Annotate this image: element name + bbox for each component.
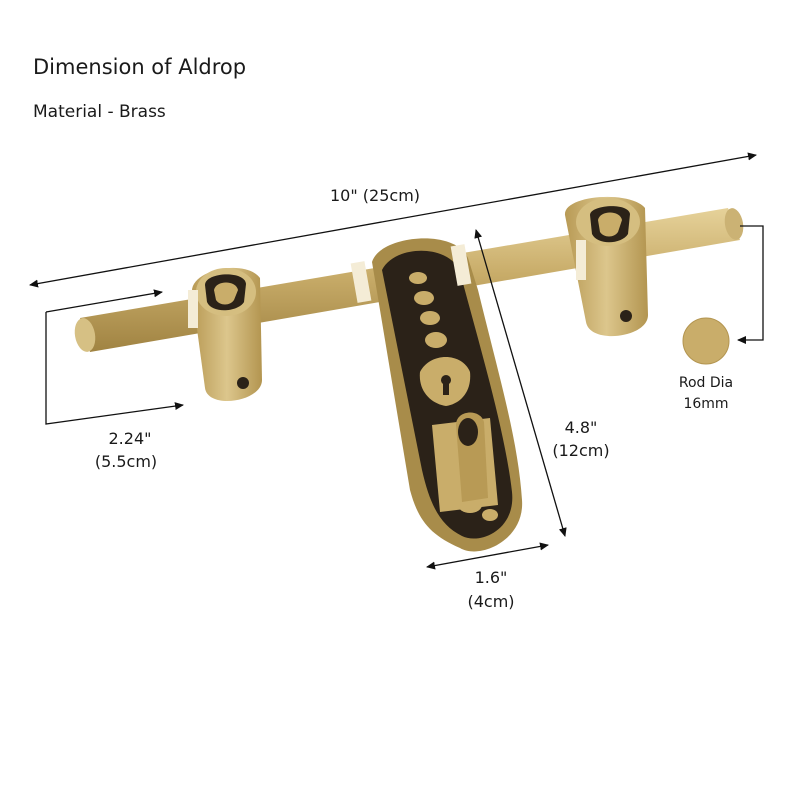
latch-width-cm-label: (4cm) [467,592,515,611]
overall-length-line [29,152,757,288]
rod-dia-label: Rod Dia [678,375,734,391]
bracket-depth-line [45,312,184,425]
page-title: Dimension of Aldrop [33,55,247,79]
latch-height-cm-label: (12cm) [552,441,610,460]
rod-dia-leader [737,225,764,344]
bracket-cm-label: (5.5cm) [94,452,158,471]
rod-dia-value: 16mm [683,396,729,412]
latch-handle [350,238,523,552]
material-subtitle: Material - Brass [33,102,166,122]
right-bracket [564,196,648,337]
latch-height-line [474,229,567,537]
latch-width-line [426,542,549,570]
latch-width-inch-label: 1.6" [474,568,508,587]
left-bracket [188,267,262,402]
dimension-lines [29,152,764,570]
overall-length-label: 10" (25cm) [329,185,421,206]
latch-height-inch-label: 4.8" [564,418,598,437]
rod-end-swatch [682,317,730,365]
bracket-inch-label: 2.24" [108,429,152,448]
